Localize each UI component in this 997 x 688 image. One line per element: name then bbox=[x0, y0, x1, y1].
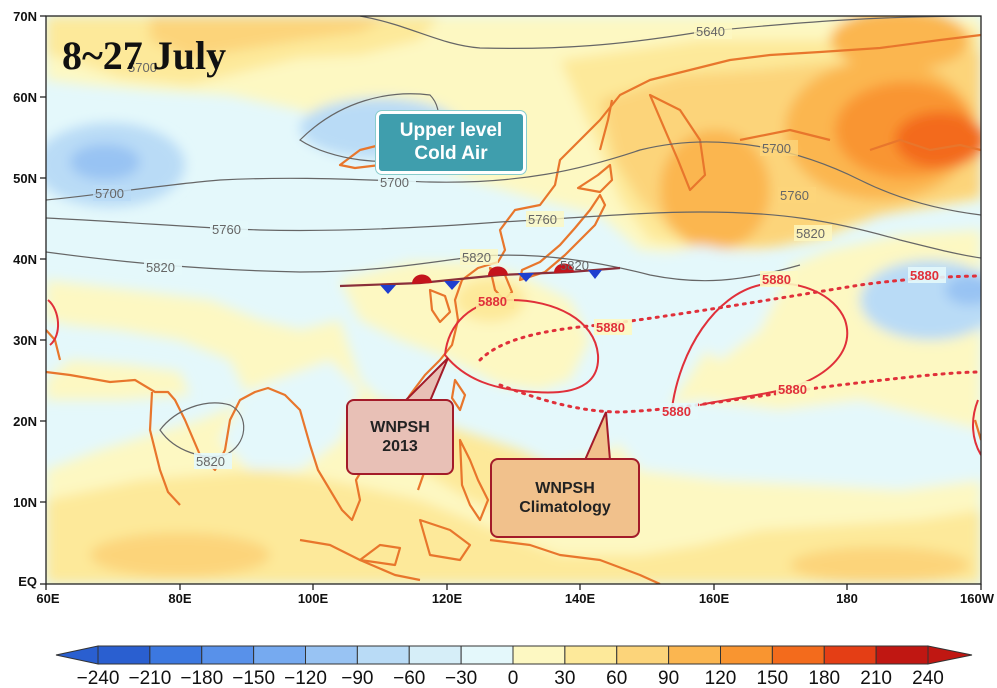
colorbar-segment bbox=[668, 645, 721, 665]
ridge-label: 5880 bbox=[478, 294, 507, 309]
lon-tick-labels: 60E 80E 100E 120E 140E 160E 180 160W bbox=[36, 591, 994, 606]
anomaly-shading bbox=[46, 16, 981, 584]
callout-line: WNPSH bbox=[370, 418, 430, 436]
height-contour-labels: 5640 5700 5700 5700 5700 5760 5760 5760 … bbox=[93, 23, 832, 469]
colorbar-segment bbox=[305, 645, 358, 665]
colorbar-segment bbox=[771, 645, 825, 665]
wnpsh-2013-east-contour bbox=[671, 282, 849, 409]
colorbar-tick-label: 0 bbox=[508, 668, 519, 688]
lon-tick-label: 140E bbox=[565, 591, 596, 606]
map-frame bbox=[45, 15, 982, 585]
lat-tick-label: 10N bbox=[13, 495, 37, 510]
ridge-label: 5880 bbox=[778, 382, 807, 397]
wnpsh-clim-south-contour bbox=[498, 370, 981, 414]
lat-tick-label: EQ bbox=[18, 574, 37, 589]
lon-tick-label: 180 bbox=[836, 591, 858, 606]
colorbar-tick-label: 150 bbox=[757, 668, 789, 688]
colorbar-segment bbox=[564, 645, 618, 665]
contour-label: 5820 bbox=[796, 226, 825, 241]
colorbar-tick-label: −90 bbox=[341, 668, 373, 688]
colorbar-tick-label: −180 bbox=[180, 668, 223, 688]
colorbar-tick-label: 240 bbox=[912, 668, 944, 688]
lat-tick-label: 20N bbox=[13, 414, 37, 429]
warm-front-semicircles bbox=[411, 263, 574, 284]
contour-label: 5820 bbox=[196, 454, 225, 469]
colorbar-labels: −240 −210 −180 −150 −120 −90 −60 −30 0 30 60 90 120 1… bbox=[77, 668, 944, 688]
lat-tick-label: 40N bbox=[13, 252, 37, 267]
colorbar-segment bbox=[720, 645, 773, 665]
colorbar-tick-label: 180 bbox=[808, 668, 840, 688]
lat-tick-label: 50N bbox=[13, 171, 37, 186]
front-line bbox=[339, 263, 621, 294]
colorbar-tick-label: −210 bbox=[128, 668, 171, 688]
lat-tick-label: 70N bbox=[13, 9, 37, 24]
lat-axis bbox=[40, 15, 46, 585]
colorbar-segment bbox=[823, 645, 877, 665]
colorbar-segment bbox=[460, 645, 514, 665]
contour-label: 5640 bbox=[696, 24, 725, 39]
colorbar-segment bbox=[512, 645, 566, 665]
contour-label: 5700 bbox=[380, 175, 409, 190]
colorbar-segment bbox=[149, 645, 203, 665]
lon-tick-label: 60E bbox=[36, 591, 59, 606]
callout-line: 2013 bbox=[382, 438, 418, 455]
colorbar-right-arrow bbox=[927, 645, 973, 665]
lat-tick-label: 60N bbox=[13, 90, 37, 105]
lat-tick-labels: 70N 60N 50N 40N 30N 20N 10N EQ bbox=[13, 9, 37, 589]
colorbar: −240 −210 −180 −150 −120 −90 −60 −30 0 30 60 90 120 1… bbox=[55, 645, 973, 688]
wnpsh-2013-callout: WNPSH 2013 bbox=[346, 399, 454, 475]
callout-line: Cold Air bbox=[414, 142, 488, 164]
lon-tick-label: 80E bbox=[168, 591, 191, 606]
contour-label: 5820 bbox=[560, 258, 589, 273]
cold-front-triangles bbox=[380, 270, 602, 294]
colorbar-segment bbox=[408, 645, 462, 665]
wnpsh-clim-contour bbox=[478, 274, 981, 362]
ridge-contour-labels: 5880 5880 5880 5880 5880 5880 bbox=[476, 267, 946, 419]
callout-line: Upper level bbox=[399, 119, 503, 141]
callout-line: WNPSH bbox=[535, 479, 595, 497]
contour-label: 5700 bbox=[762, 141, 791, 156]
colorbar-segment bbox=[616, 645, 670, 665]
colorbar-tick-label: 60 bbox=[606, 668, 627, 688]
ridge-label: 5880 bbox=[762, 272, 791, 287]
lat-tick-label: 30N bbox=[13, 333, 37, 348]
contour-label: 5760 bbox=[212, 222, 241, 237]
colorbar-tick-label: −240 bbox=[77, 668, 120, 688]
ridge-label: 5880 bbox=[596, 320, 625, 335]
contour-label: 5820 bbox=[462, 250, 491, 265]
lon-tick-label: 120E bbox=[432, 591, 463, 606]
colorbar-segment bbox=[875, 645, 929, 665]
ridge-label: 5880 bbox=[662, 404, 691, 419]
colorbar-left-arrow bbox=[55, 645, 99, 665]
lon-tick-label: 160E bbox=[699, 591, 730, 606]
contour-label: 5700 bbox=[95, 186, 124, 201]
period-title: 8~27 July bbox=[62, 33, 227, 78]
colorbar-tick-label: 210 bbox=[860, 668, 892, 688]
contour-label: 5760 bbox=[780, 188, 809, 203]
contour-label: 5820 bbox=[146, 260, 175, 275]
colorbar-segment bbox=[253, 645, 306, 665]
colorbar-tick-label: 90 bbox=[658, 668, 679, 688]
wnpsh-climatology-callout: WNPSH Climatology bbox=[490, 458, 640, 538]
colorbar-tick-label: −150 bbox=[232, 668, 275, 688]
colorbar-segment bbox=[97, 645, 151, 665]
colorbar-tick-label: 30 bbox=[554, 668, 575, 688]
contour-label: 5700 bbox=[128, 60, 157, 75]
colorbar-tick-label: 120 bbox=[705, 668, 737, 688]
lon-tick-label: 100E bbox=[298, 591, 329, 606]
colorbar-segment bbox=[356, 645, 410, 665]
colorbar-segment bbox=[201, 645, 255, 665]
colorbar-tick-label: −120 bbox=[284, 668, 327, 688]
colorbar-tick-label: −60 bbox=[393, 668, 425, 688]
ridge-label: 5880 bbox=[910, 268, 939, 283]
contour-label: 5760 bbox=[528, 212, 557, 227]
callout-line: Climatology bbox=[519, 499, 611, 516]
lon-tick-label: 160W bbox=[960, 591, 995, 606]
colorbar-tick-label: −30 bbox=[445, 668, 477, 688]
colorbar-segments bbox=[55, 645, 973, 665]
lon-axis bbox=[45, 584, 982, 590]
